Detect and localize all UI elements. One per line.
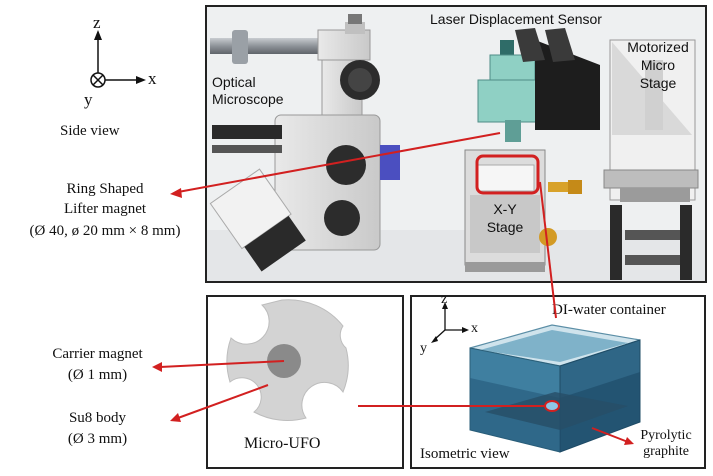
su8-body-label: Su8 body (68, 410, 127, 426)
iso-axis-y-label: y (420, 341, 427, 356)
side-view-caption: Side view (60, 123, 120, 139)
side-axis-x-label: x (148, 69, 157, 88)
di-water-container-label: DI-water container (552, 302, 666, 318)
side-axis-y-label: y (84, 90, 93, 109)
iso-axis-z-label: z (441, 292, 448, 307)
ring-magnet-line3: (Ø 40, ø 20 mm × 8 mm) (29, 223, 181, 239)
ring-magnet-line1: Ring Shaped (66, 181, 144, 197)
xy-stage-label: X-Y Stage (486, 201, 524, 235)
ring-magnet-line2: Lifter magnet (63, 201, 147, 217)
su8-body-dim: (Ø 3 mm) (67, 431, 128, 447)
isometric-view-caption: Isometric view (420, 446, 510, 462)
laser-sensor-label: Laser Displacement Sensor (430, 11, 602, 27)
pyrolytic-graphite-label: Pyrolytic graphite (640, 428, 692, 459)
carrier-magnet-dim: (Ø 1 mm) (67, 367, 128, 383)
side-axis-z-label: z (93, 13, 101, 32)
motorized-stage-label: Motorized Micro Stage (627, 39, 689, 91)
iso-axis-x-label: x (471, 321, 478, 336)
micro-ufo-title: Micro-UFO (244, 435, 321, 452)
carrier-magnet-label: Carrier magnet (52, 346, 143, 362)
optical-microscope-label: Optical Microscope (212, 74, 284, 107)
